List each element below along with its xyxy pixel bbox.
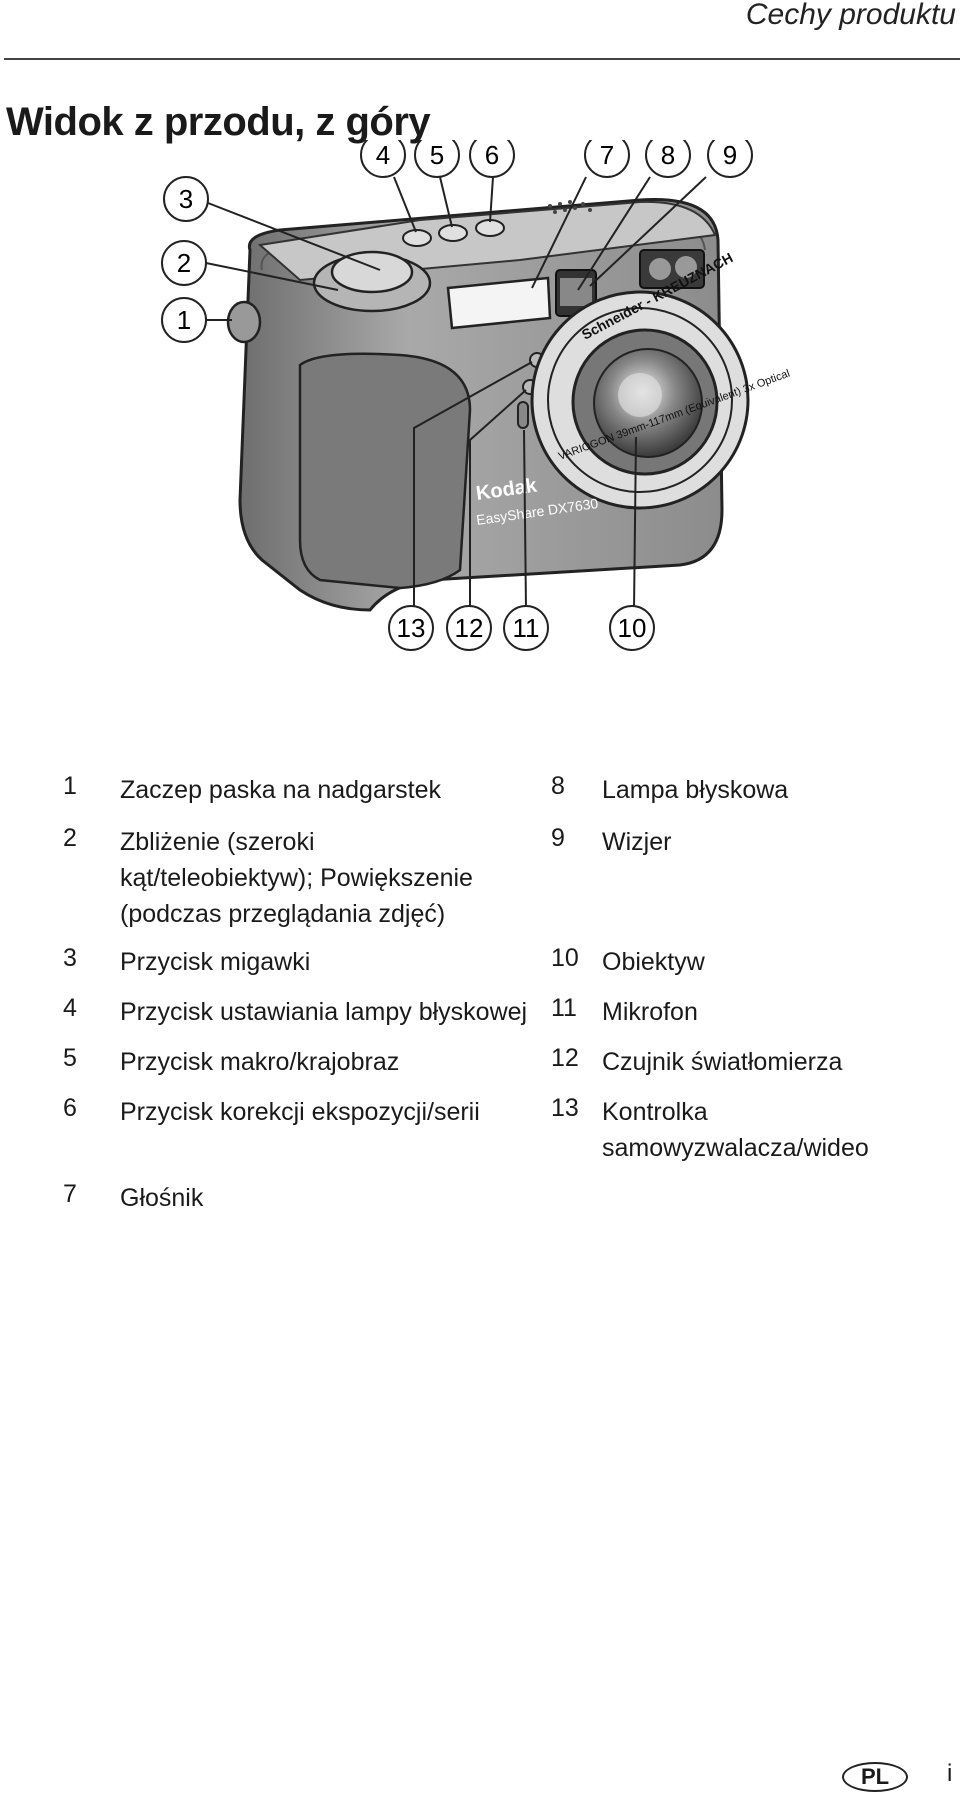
svg-text:7: 7 bbox=[600, 140, 614, 170]
legend-text: Czujnik światłomierza bbox=[602, 1048, 843, 1076]
microphone-icon bbox=[517, 401, 529, 429]
callout-3: 3 bbox=[163, 176, 209, 222]
svg-text:6: 6 bbox=[485, 140, 499, 170]
svg-text:5: 5 bbox=[430, 140, 444, 170]
flash-window-icon bbox=[446, 276, 552, 330]
legend-text: Przycisk ustawiania lampy błyskowej bbox=[120, 998, 528, 1026]
svg-text:11: 11 bbox=[513, 613, 540, 643]
legend-number: 7 bbox=[63, 1180, 77, 1208]
legend-number: 3 bbox=[63, 944, 77, 972]
svg-text:9: 9 bbox=[723, 140, 737, 170]
legend-number: 11 bbox=[551, 994, 577, 1022]
flash-button-icon bbox=[402, 229, 432, 247]
svg-text:10: 10 bbox=[618, 613, 647, 643]
shutter-button-icon bbox=[330, 250, 414, 294]
camera-grip bbox=[298, 352, 472, 590]
legend-text: Lampa błyskowa bbox=[602, 776, 789, 804]
svg-text:3: 3 bbox=[179, 184, 193, 214]
legend-number: 10 bbox=[551, 944, 579, 972]
lens-assembly bbox=[530, 290, 750, 510]
legend-number: 5 bbox=[63, 1044, 77, 1072]
svg-text:1: 1 bbox=[177, 305, 191, 335]
callout-11: 11 bbox=[503, 605, 549, 651]
legend-number: 12 bbox=[551, 1044, 579, 1072]
language-badge: PL bbox=[842, 1762, 908, 1792]
legend-number: 4 bbox=[63, 994, 77, 1022]
camera-diagram: Schneider - KREUZNACH VARIOGON 39mm-117m… bbox=[161, 140, 792, 651]
callout-4: 4 bbox=[360, 140, 406, 178]
callout-1: 1 bbox=[161, 297, 207, 343]
callout-5: 5 bbox=[414, 140, 460, 178]
callout-7: 7 bbox=[584, 140, 630, 178]
strap-post-icon bbox=[226, 300, 262, 344]
language-badge-text: PL bbox=[860, 1764, 890, 1789]
legend-number: 2 bbox=[63, 824, 77, 852]
legend-text: Przycisk migawki bbox=[120, 948, 311, 976]
svg-text:12: 12 bbox=[455, 613, 484, 643]
callout-12: 12 bbox=[446, 605, 492, 651]
legend-number: 13 bbox=[551, 1094, 579, 1122]
callout-9: 9 bbox=[707, 140, 753, 178]
legend-text: Przycisk makro/krajobraz bbox=[120, 1048, 400, 1076]
section-title: Widok z przodu, z góry bbox=[6, 100, 431, 144]
legend-number: 9 bbox=[551, 824, 565, 852]
legend-text: Obiektyw bbox=[602, 948, 705, 976]
legend-text: Przycisk korekcji ekspozycji/serii bbox=[120, 1098, 480, 1126]
legend-text: Kontrolka samowyzwalacza/wideo bbox=[602, 1098, 869, 1162]
legend-text: Zaczep paska na nadgarstek bbox=[120, 776, 442, 804]
svg-text:4: 4 bbox=[376, 140, 390, 170]
header-rule bbox=[4, 58, 960, 60]
svg-text:13: 13 bbox=[397, 613, 426, 643]
exposure-button-icon bbox=[475, 219, 505, 237]
callout-8: 8 bbox=[645, 140, 691, 178]
callout-13: 13 bbox=[388, 605, 434, 651]
speaker-grille-icon bbox=[548, 200, 592, 214]
macro-button-icon bbox=[438, 224, 468, 242]
callout-2: 2 bbox=[161, 240, 207, 286]
page-number: i bbox=[947, 1760, 953, 1787]
svg-text:8: 8 bbox=[661, 140, 675, 170]
callout-markers: 1 2 3 4 5 6 7 8 9 10 11 12 13 bbox=[161, 140, 753, 651]
page-header-title: Cechy produktu bbox=[745, 0, 956, 31]
callout-6: 6 bbox=[469, 140, 515, 178]
legend-text: Głośnik bbox=[120, 1184, 204, 1212]
svg-text:2: 2 bbox=[177, 248, 191, 278]
leader-lines bbox=[202, 176, 707, 611]
callout-10: 10 bbox=[609, 605, 655, 651]
legend-text: Zbliżenie (szeroki kąt/teleobiektyw); Po… bbox=[120, 828, 473, 928]
legend-text: Wizjer bbox=[602, 828, 672, 856]
legend-number: 1 bbox=[63, 772, 77, 800]
legend-number: 6 bbox=[63, 1094, 77, 1122]
legend-text: Mikrofon bbox=[602, 998, 698, 1026]
legend-number: 8 bbox=[551, 772, 565, 800]
